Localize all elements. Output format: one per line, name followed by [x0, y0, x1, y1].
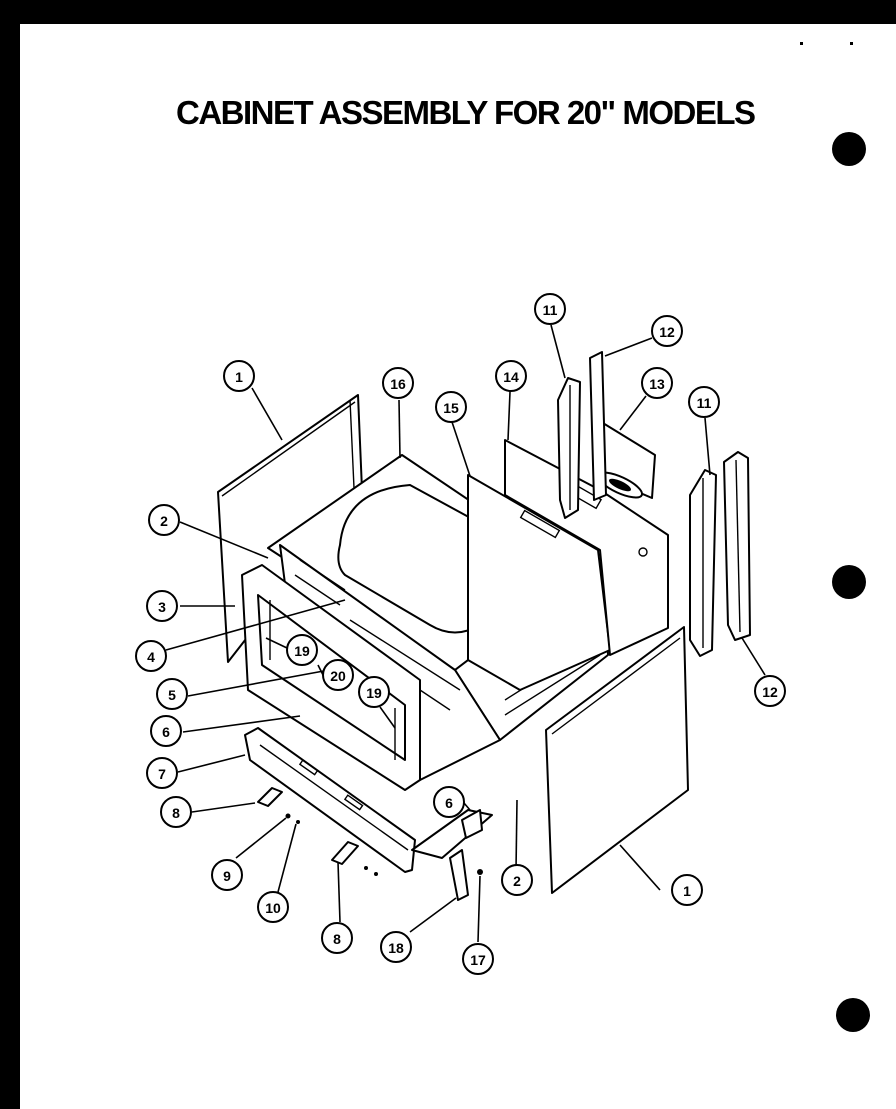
svg-text:2: 2 [160, 513, 168, 529]
callout-19-right: 19 [358, 676, 390, 708]
callout-1-left-panel: 1 [223, 360, 255, 392]
callout-3: 3 [146, 590, 178, 622]
callout-13: 13 [641, 367, 673, 399]
base-tray [411, 809, 493, 859]
screw [364, 866, 368, 870]
svg-text:17: 17 [470, 952, 486, 968]
screw [374, 872, 378, 876]
callout-16: 16 [382, 367, 414, 399]
callout-11-left: 11 [534, 293, 566, 325]
callout-2-upper: 2 [148, 504, 180, 536]
foot-front [331, 841, 359, 865]
rear-trim-left [589, 351, 607, 501]
callout-18: 18 [380, 931, 412, 963]
svg-text:18: 18 [388, 940, 404, 956]
svg-text:1: 1 [235, 369, 243, 385]
page-title: CABINET ASSEMBLY FOR 20" MODELS [176, 94, 756, 131]
svg-text:3: 3 [158, 599, 166, 615]
svg-text:20: 20 [330, 668, 346, 684]
callout-5: 5 [156, 678, 188, 710]
callout-17: 17 [462, 943, 494, 975]
svg-text:12: 12 [762, 684, 778, 700]
back-panel [467, 474, 611, 691]
binder-hole-top [832, 132, 866, 166]
callout-10: 10 [257, 891, 289, 923]
svg-text:11: 11 [543, 302, 558, 318]
svg-text:4: 4 [147, 649, 155, 665]
svg-text:12: 12 [659, 324, 675, 340]
svg-text:6: 6 [162, 724, 170, 740]
svg-text:1: 1 [683, 883, 691, 899]
svg-text:11: 11 [697, 395, 712, 411]
callout-11-right: 11 [688, 386, 720, 418]
svg-text:5: 5 [168, 687, 176, 703]
callout-12-top: 12 [651, 315, 683, 347]
screw-9 [285, 813, 291, 819]
svg-text:8: 8 [172, 805, 180, 821]
svg-text:6: 6 [445, 795, 453, 811]
binder-hole-middle [832, 565, 866, 599]
callout-15: 15 [435, 391, 467, 423]
callout-6-left: 6 [150, 715, 182, 747]
svg-text:13: 13 [649, 376, 665, 392]
svg-text:14: 14 [503, 369, 519, 385]
page-speck [800, 42, 803, 45]
svg-text:16: 16 [390, 376, 406, 392]
rear-rail-left [557, 377, 581, 519]
callout-1-right-panel: 1 [671, 874, 703, 906]
page-mark [3, 125, 11, 127]
svg-text:19: 19 [294, 643, 310, 659]
svg-text:7: 7 [158, 766, 166, 782]
callout-6-right: 6 [433, 786, 465, 818]
callout-14: 14 [495, 360, 527, 392]
callout-2-lower: 2 [501, 864, 533, 896]
leveling-bracket [449, 849, 469, 901]
binder-hole-bottom [836, 998, 870, 1032]
right-side-panel [545, 626, 689, 894]
svg-text:19: 19 [366, 685, 382, 701]
svg-text:15: 15 [443, 400, 459, 416]
svg-text:10: 10 [265, 900, 281, 916]
page-speck [850, 42, 853, 45]
callout-7: 7 [146, 757, 178, 789]
callout-8-left: 8 [160, 796, 192, 828]
callout-19-left: 19 [286, 634, 318, 666]
svg-text:9: 9 [223, 868, 231, 884]
kick-panel [244, 727, 416, 873]
callout-12-right: 12 [754, 675, 786, 707]
leader-lines [165, 324, 766, 943]
callout-4: 4 [135, 640, 167, 672]
svg-text:8: 8 [333, 931, 341, 947]
svg-text:2: 2 [513, 873, 521, 889]
rear-trim-right [723, 451, 751, 641]
callout-9: 9 [211, 859, 243, 891]
foot-left [257, 787, 283, 807]
screw-17 [477, 869, 483, 875]
washer-10 [296, 820, 300, 824]
callout-8-front: 8 [321, 922, 353, 954]
rear-rail-right [689, 469, 717, 657]
callout-20: 20 [322, 659, 354, 691]
